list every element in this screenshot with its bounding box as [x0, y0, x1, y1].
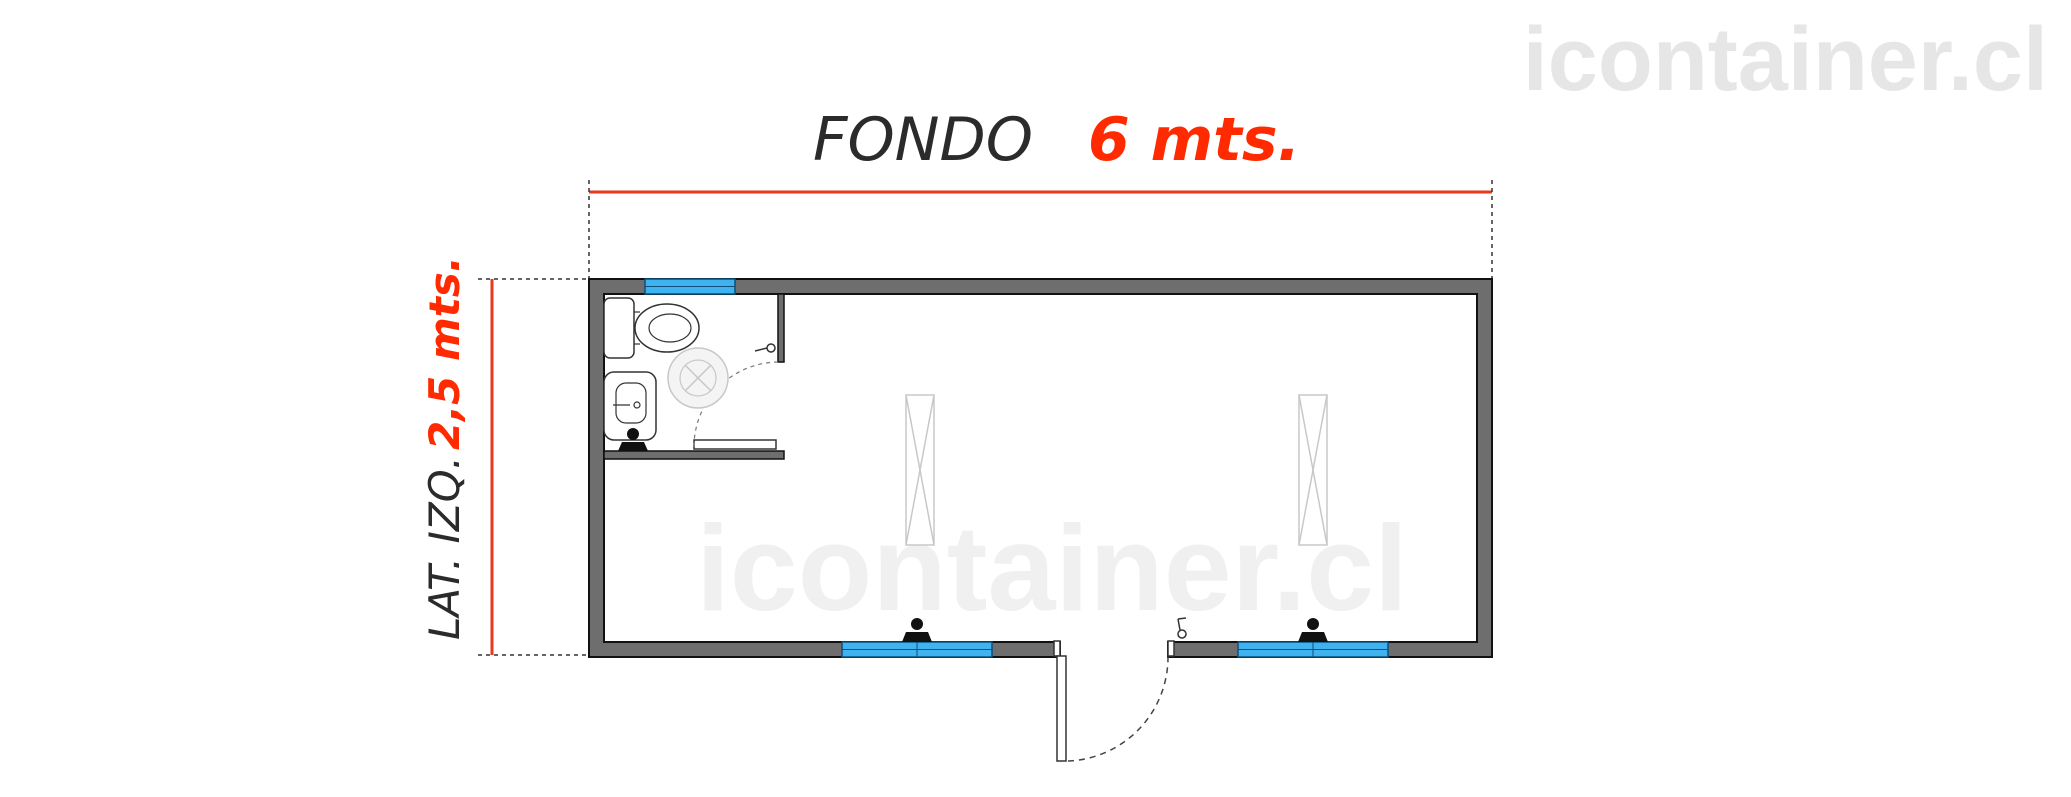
bathroom-door-handle-icon: [754, 343, 776, 353]
toilet-icon: [603, 297, 700, 359]
watermark-top: icontainer.cl: [1523, 10, 2048, 110]
bathroom-wall-lamp-icon: [618, 428, 648, 451]
bathroom-partition-horizontal: [603, 450, 785, 460]
bathroom-partition-vertical: [777, 293, 785, 363]
window-bottom-left: [841, 641, 993, 658]
depth-dimension: LAT. IZQ. 2,5 mts.: [420, 256, 589, 656]
entrance-door-swing: [1067, 656, 1169, 762]
ceiling-light-left-icon: [905, 394, 935, 546]
depth-dimension-value: 2,5 mts.: [420, 256, 469, 450]
wall-lamp-left-icon: [902, 618, 932, 642]
window-top-bathroom: [644, 278, 736, 295]
watermark-center: icontainer.cl: [696, 500, 1408, 636]
bathroom-shelf: [693, 439, 777, 450]
width-dimension-label: FONDO: [813, 105, 1033, 175]
width-dimension: FONDO 6 mts.: [588, 105, 1493, 282]
entrance-door-handle-icon: [1177, 617, 1187, 639]
floor-drain-icon: [667, 347, 729, 409]
width-dimension-value: 6 mts.: [1088, 105, 1300, 175]
washbasin-icon: [603, 371, 657, 441]
wall-lamp-right-icon: [1298, 618, 1328, 642]
depth-dimension-label: LAT. IZQ.: [420, 456, 469, 640]
entrance-door: [1053, 617, 1187, 762]
ceiling-light-right-icon: [1298, 394, 1328, 546]
window-bottom-right: [1237, 641, 1389, 658]
